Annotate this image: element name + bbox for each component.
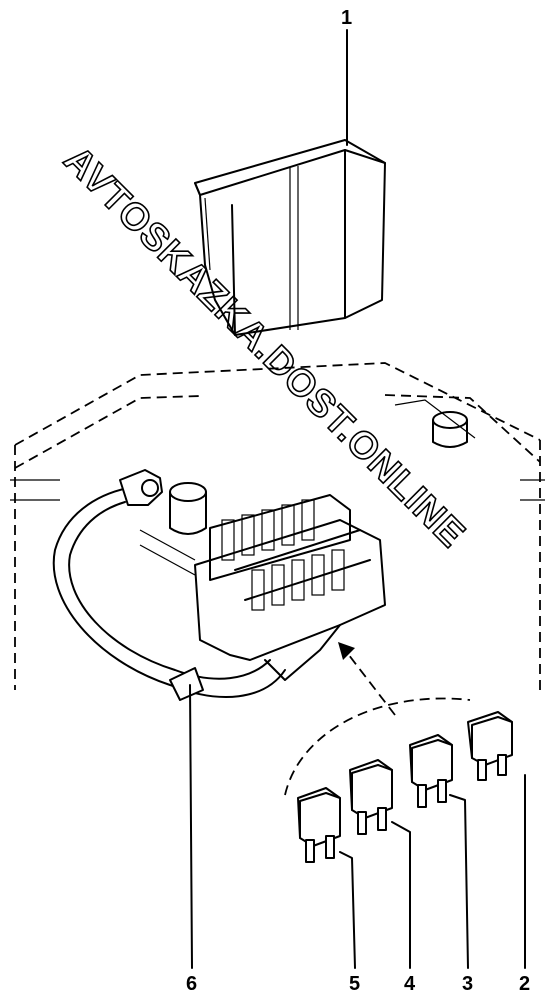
fuse-2	[467, 711, 513, 781]
fuse-4	[349, 759, 393, 835]
leader-lines	[189, 29, 526, 969]
callout-5: 5	[349, 973, 360, 995]
callout-6: 6	[186, 973, 197, 995]
battery	[10, 362, 545, 690]
callout-2: 2	[519, 973, 530, 995]
callout-3: 3	[462, 973, 473, 995]
insertion-arrow	[338, 642, 396, 716]
battery-cable	[52, 469, 286, 701]
fuse-block	[194, 494, 386, 681]
callout-1: 1	[341, 7, 352, 29]
fuse-5	[297, 787, 341, 863]
fuse-3	[409, 734, 453, 808]
detail-arc	[284, 697, 471, 796]
fuse-box-cover	[194, 139, 386, 336]
callout-4: 4	[404, 973, 416, 995]
